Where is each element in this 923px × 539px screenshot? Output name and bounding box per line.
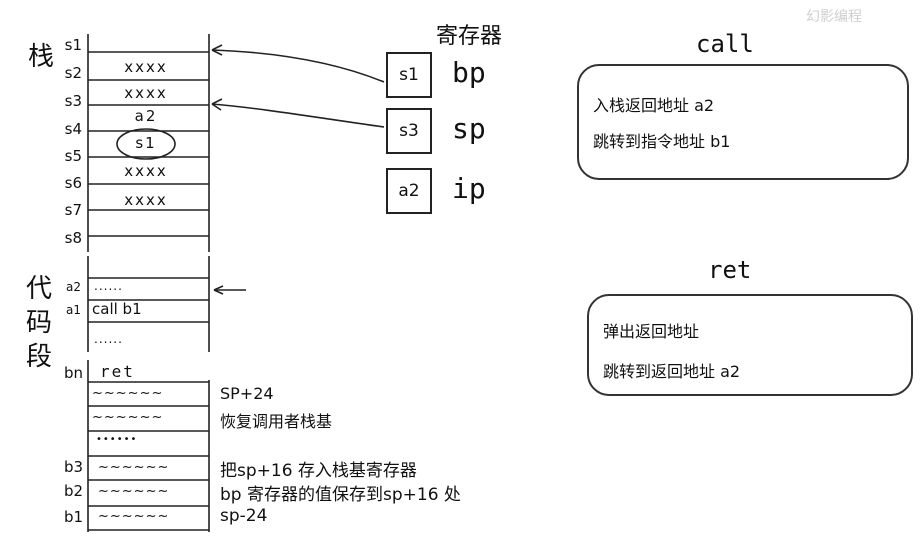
bp-arrow <box>211 49 385 83</box>
code-row-label: a2 <box>66 280 81 294</box>
sp-arrowhead <box>211 98 223 111</box>
stack-slot-label: s8 <box>64 229 82 247</box>
stack-slot-value: xxxx <box>124 58 168 76</box>
ret-card-line: 跳转到返回地址 a2 <box>603 362 741 381</box>
code-segment-title-char: 码 <box>26 308 53 338</box>
stack-slot-label: s3 <box>64 92 82 110</box>
ret-card-title: ret <box>708 256 752 284</box>
func-row-value: ~~~~~~ <box>92 410 164 425</box>
code-row-label: a1 <box>66 303 81 317</box>
code-segment-title-char: 代 <box>26 274 53 304</box>
registers-title: 寄存器 <box>436 24 503 49</box>
func-row-note: SP+24 <box>220 384 274 403</box>
func-row-note: bp 寄存器的值保存到sp+16 处 <box>220 485 461 505</box>
bp-arrowhead <box>211 44 223 56</box>
register-sp-value: s3 <box>386 108 432 154</box>
call-card-line: 入栈返回地址 a2 <box>593 96 715 115</box>
func-row-value: ret <box>100 362 135 381</box>
register-ip-name: ip <box>452 172 486 205</box>
func-row-value: ~~~~~~ <box>98 509 170 524</box>
code-segment-title-char: 段 <box>26 342 53 372</box>
func-row-value: •••••• <box>96 434 138 445</box>
func-row-note: sp-24 <box>220 506 268 526</box>
func-row-value: ~~~~~~ <box>98 460 170 475</box>
func-row-note: 恢复调用者栈基 <box>220 412 333 431</box>
stack-slot-value: a2 <box>134 107 158 125</box>
stack-slot-label: s2 <box>64 64 82 82</box>
stack-slot-label: s4 <box>64 120 82 138</box>
highlight-circle <box>116 128 176 160</box>
func-row-note: 把sp+16 存入栈基寄存器 <box>220 461 417 481</box>
code-row-value: ...... <box>94 332 123 346</box>
stack-slot-value: xxxx <box>124 84 168 102</box>
stack-slot-value: s1 <box>135 134 157 152</box>
stack-slot-label: s6 <box>64 174 82 192</box>
call-card-line: 跳转到指令地址 b1 <box>593 132 731 151</box>
func-row-label: bn <box>64 364 84 382</box>
ip-arrowhead <box>213 285 224 295</box>
register-sp-name: sp <box>452 112 486 145</box>
func-row-label: b3 <box>64 458 84 476</box>
func-row-value: ~~~~~~ <box>92 386 164 401</box>
stack-slot-value: xxxx <box>124 191 168 209</box>
stack-title: 栈 <box>28 42 55 72</box>
register-bp-name: bp <box>452 56 486 89</box>
ret-card: 弹出返回地址 跳转到返回地址 a2 <box>587 294 913 396</box>
code-row-value: call b1 <box>92 300 142 318</box>
sp-arrow <box>211 103 385 128</box>
code-row-value: ...... <box>94 279 123 293</box>
ret-card-line: 弹出返回地址 <box>603 322 700 341</box>
stack-slot-label: s5 <box>64 147 82 165</box>
stack-slot-label: s1 <box>64 36 82 54</box>
call-card: 入栈返回地址 a2 跳转到指令地址 b1 <box>577 64 909 180</box>
func-row-value: ~~~~~~ <box>98 484 170 499</box>
watermark-logo: 幻影编程 <box>806 9 862 25</box>
register-bp-value: s1 <box>386 52 432 98</box>
call-card-title: call <box>696 30 754 58</box>
stack-slot-label: s7 <box>64 201 82 219</box>
stack-slot-value: xxxx <box>124 162 168 180</box>
func-row-label: b2 <box>64 482 84 500</box>
func-row-label: b1 <box>64 508 84 526</box>
register-ip-value: a2 <box>386 168 432 214</box>
